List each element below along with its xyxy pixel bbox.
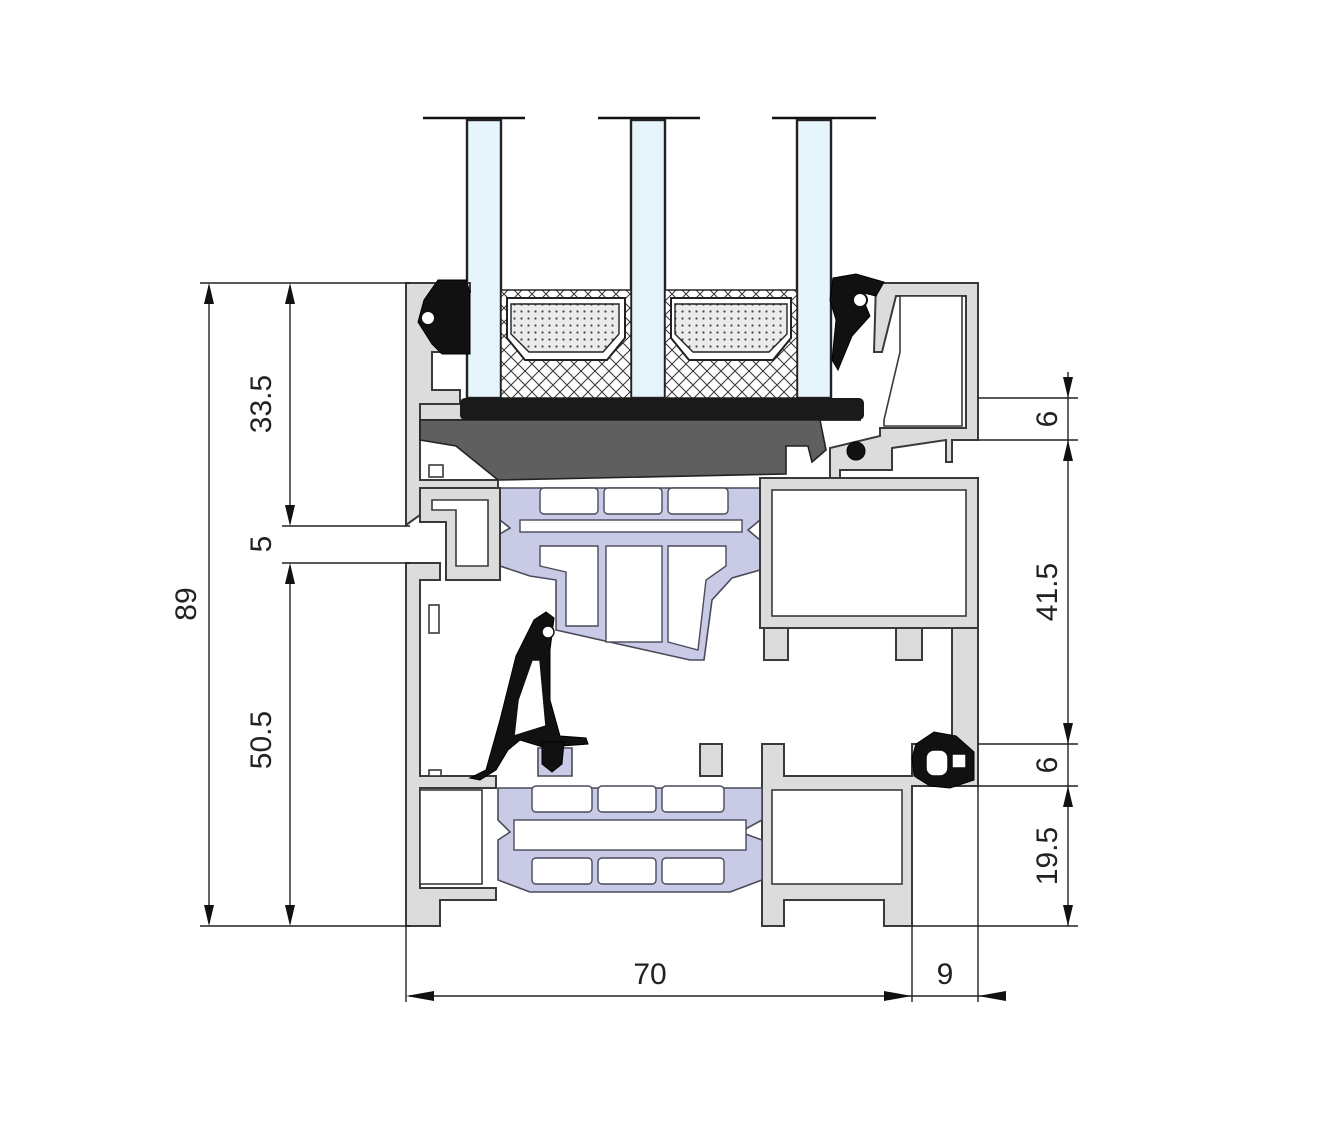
dim-label-width-offset: 9 [937, 958, 954, 991]
arrow-head [978, 991, 1006, 1001]
sash-thermal-break [499, 487, 761, 661]
frame-thermal-break [497, 743, 763, 893]
frame-insulation-chamber [531, 857, 593, 885]
glass-pane-middle [629, 118, 667, 400]
desiccant-left [510, 303, 620, 353]
dim-label-right-seal: 6 [1031, 757, 1064, 774]
sash-insulation-chamber [667, 545, 727, 651]
sash-drain-slot [428, 464, 444, 478]
sash-right-chamber-cavity [771, 489, 967, 617]
dim-label-overall-height: 89 [170, 587, 203, 620]
arrow-head [1063, 377, 1073, 398]
glass-pane-inner [795, 118, 833, 400]
frame-insulation-chamber [597, 785, 657, 813]
dim-label-width-main: 70 [633, 958, 666, 991]
frame-right-chamber [771, 789, 903, 885]
gasket-hole [541, 625, 555, 639]
center-gasket-cavity [513, 659, 547, 738]
arrow-head [285, 905, 295, 926]
arrow-head [1063, 905, 1073, 926]
arrow-head [285, 505, 295, 526]
outer-glazing-gasket [417, 279, 471, 355]
sash-lower-right [759, 477, 979, 661]
sash-hook [895, 627, 923, 661]
arrow-head [204, 283, 214, 304]
gasket-hole [852, 292, 868, 308]
sash-profile [405, 273, 979, 527]
frame-insulation-chamber [661, 857, 725, 885]
dim-label-right-top: 6 [1031, 411, 1064, 428]
gasket-hole [925, 749, 949, 777]
sash-insulation-slot [519, 519, 743, 533]
frame-insulation-chamber [531, 785, 593, 813]
sash-hook [763, 627, 789, 661]
frame-insulation-chamber [661, 785, 725, 813]
inner-glazing-gasket [829, 273, 885, 372]
sash-right-cavity [883, 295, 963, 427]
sash-insulation-chamber [539, 545, 599, 627]
dimension-lines [200, 282, 1078, 1002]
sash-stop-gasket [846, 441, 866, 461]
glazing-setting-block [460, 398, 864, 420]
glazing-bead [419, 419, 827, 481]
frame-slot [428, 604, 440, 634]
arrow-head [204, 905, 214, 926]
dim-label-bottom-section: 50.5 [245, 711, 278, 769]
frame-insulation-slot [513, 819, 747, 851]
gaskets [468, 611, 975, 789]
sash-insulation-chamber [539, 487, 599, 515]
sash-insulation-chamber [603, 487, 663, 515]
frame-insulation-chamber [597, 857, 657, 885]
center-gasket-foot [541, 741, 565, 773]
gasket-hole [420, 310, 436, 326]
arrow-head [285, 283, 295, 304]
arrow-head [1063, 723, 1073, 744]
glass-unit [423, 116, 876, 400]
arrow-head [1063, 786, 1073, 807]
frame-insulation-hook [699, 743, 723, 777]
frame-left-chamber [419, 789, 483, 885]
glass-pane-outer [465, 118, 503, 400]
sash-insulation-chamber [667, 487, 729, 515]
gasket-hole [951, 753, 967, 769]
sash-insulation-chamber [605, 545, 663, 643]
desiccant-right [674, 303, 788, 353]
frame-slot [428, 769, 442, 777]
arrow-head [285, 563, 295, 584]
dimension-labels: 89 33.5 5 50.5 6 41.5 6 19.5 70 9 [170, 375, 1064, 991]
arrow-head [1063, 440, 1073, 461]
dim-label-right-bottom: 19.5 [1031, 827, 1064, 885]
arrow-head [884, 991, 912, 1001]
arrow-head [406, 991, 434, 1001]
sash-lower-left-cavity [431, 499, 489, 567]
dim-label-top-section: 33.5 [245, 375, 278, 433]
dim-label-middle-gap: 5 [245, 536, 278, 553]
dim-label-right-middle: 41.5 [1031, 563, 1064, 621]
sash-lower-left [419, 487, 501, 581]
frame-left-wall [405, 562, 497, 927]
